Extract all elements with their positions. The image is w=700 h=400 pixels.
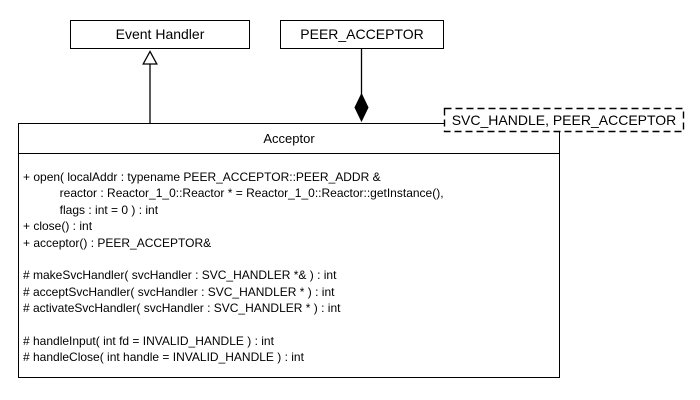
class-name-label: Acceptor xyxy=(19,124,559,154)
member-line: # activateSvcHandler( svcHandler : SVC_H… xyxy=(23,301,341,316)
member-line: # acceptSvcHandler( svcHandler : SVC_HAN… xyxy=(23,284,335,299)
template-params-label: SVC_HANDLE, PEER_ACCEPTOR xyxy=(451,112,677,128)
member-line: reactor : Reactor_1_0::Reactor * = React… xyxy=(23,186,444,201)
template-params-box[interactable]: SVC_HANDLE, PEER_ACCEPTOR xyxy=(444,108,684,132)
member-line: # handleClose( int handle = INVALID_HAND… xyxy=(23,350,304,365)
generalization-triangle-icon xyxy=(142,50,158,65)
member-line: + open( localAddr : typename PEER_ACCEPT… xyxy=(23,170,381,184)
class-name-label: Event Handler xyxy=(115,26,205,42)
member-line: + acceptor() : PEER_ACCEPTOR& xyxy=(23,235,212,250)
member-line-blank xyxy=(23,317,559,333)
class-node-acceptor[interactable]: Acceptor + open( localAddr : typename PE… xyxy=(18,123,560,378)
class-node-peer-acceptor[interactable]: PEER_ACCEPTOR xyxy=(280,20,444,49)
member-line: # handleInput( int fd = INVALID_HANDLE )… xyxy=(23,334,274,349)
class-node-event-handler[interactable]: Event Handler xyxy=(70,20,250,49)
member-line-blank xyxy=(23,251,559,267)
class-members-compartment: + open( localAddr : typename PEER_ACCEPT… xyxy=(19,169,559,366)
member-line: + close() : int xyxy=(23,219,93,234)
member-line: # makeSvcHandler( svcHandler : SVC_HANDL… xyxy=(23,268,337,283)
composition-diamond-icon xyxy=(354,92,369,123)
member-line: flags : int = 0 ) : int xyxy=(23,202,159,217)
class-name-label: PEER_ACCEPTOR xyxy=(300,26,424,42)
